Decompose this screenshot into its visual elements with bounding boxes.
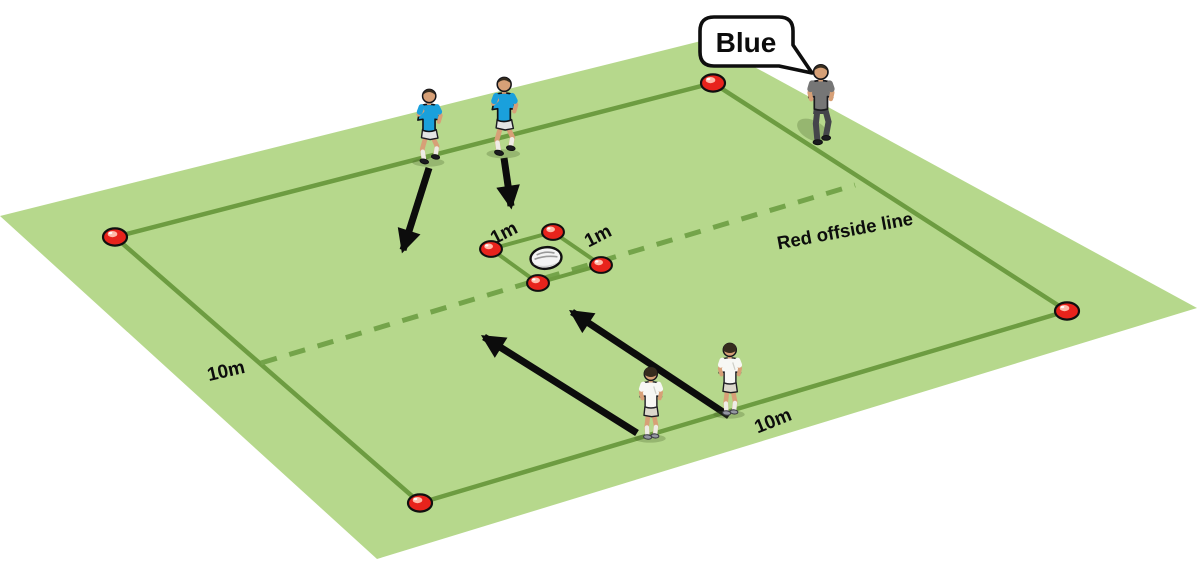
left-sleeve <box>638 381 647 392</box>
left-sleeve <box>717 357 726 368</box>
right-sleeve <box>826 80 835 93</box>
speech-bubble: Blue <box>698 15 814 75</box>
player-white-1 <box>634 366 666 443</box>
front-shoe <box>494 149 504 156</box>
corner-cones <box>101 73 1081 513</box>
right-sock <box>732 400 738 412</box>
speech-bubble-shape <box>698 15 814 75</box>
ball-seam <box>534 255 558 260</box>
right-shoe <box>729 409 739 415</box>
front-shoe <box>419 158 429 165</box>
back-shoe <box>430 154 441 160</box>
shirt-crease <box>732 362 736 371</box>
right-sock <box>653 424 659 436</box>
back-shoe <box>506 145 516 152</box>
square-cone-bottom <box>526 274 550 292</box>
arrow-blue-1 <box>397 166 433 254</box>
corner-cone-top <box>699 73 727 93</box>
back-sock <box>433 146 439 157</box>
shirt-crease <box>653 386 657 395</box>
ball-seam <box>536 251 555 256</box>
player-white-2 <box>713 342 745 419</box>
coach-shadow <box>797 118 829 142</box>
right-sleeve <box>434 104 443 115</box>
square-cones <box>479 223 613 292</box>
corner-cone-right <box>1053 301 1081 321</box>
field <box>0 40 1197 559</box>
square-cone-right <box>589 256 613 274</box>
right-shoe <box>650 433 660 439</box>
corner-cone-left <box>101 227 129 247</box>
right-shoe <box>821 135 832 141</box>
player-blue-1 <box>412 88 445 167</box>
ball-shading <box>531 260 561 268</box>
front-sock <box>420 149 427 161</box>
player-blue-2 <box>486 76 521 159</box>
square-cone-left <box>479 240 503 258</box>
arrow-blue-2 <box>496 157 520 210</box>
arrow-white-1 <box>480 334 639 436</box>
hair <box>497 77 512 84</box>
hair <box>723 343 737 354</box>
right-sleeve <box>655 381 664 392</box>
arrow-white-2 <box>569 309 731 419</box>
square-cone-top <box>541 223 565 241</box>
left-sleeve <box>807 80 816 93</box>
right-sleeve <box>509 92 518 104</box>
rugby-ball <box>529 245 563 271</box>
movement-arrows <box>397 157 731 436</box>
coach-figure <box>797 63 835 146</box>
offside-dashed-line <box>260 182 856 366</box>
left-sleeve <box>491 92 500 105</box>
hair <box>422 89 436 96</box>
back-sock <box>508 136 515 148</box>
left-sleeve <box>416 104 425 115</box>
speech-bubble-text: Blue <box>716 27 777 58</box>
corner-cone-bottom <box>406 493 434 513</box>
right-sleeve <box>734 357 743 368</box>
hair <box>644 367 658 378</box>
left-shoe <box>812 139 823 146</box>
front-sock <box>495 140 501 153</box>
hair <box>813 64 828 72</box>
